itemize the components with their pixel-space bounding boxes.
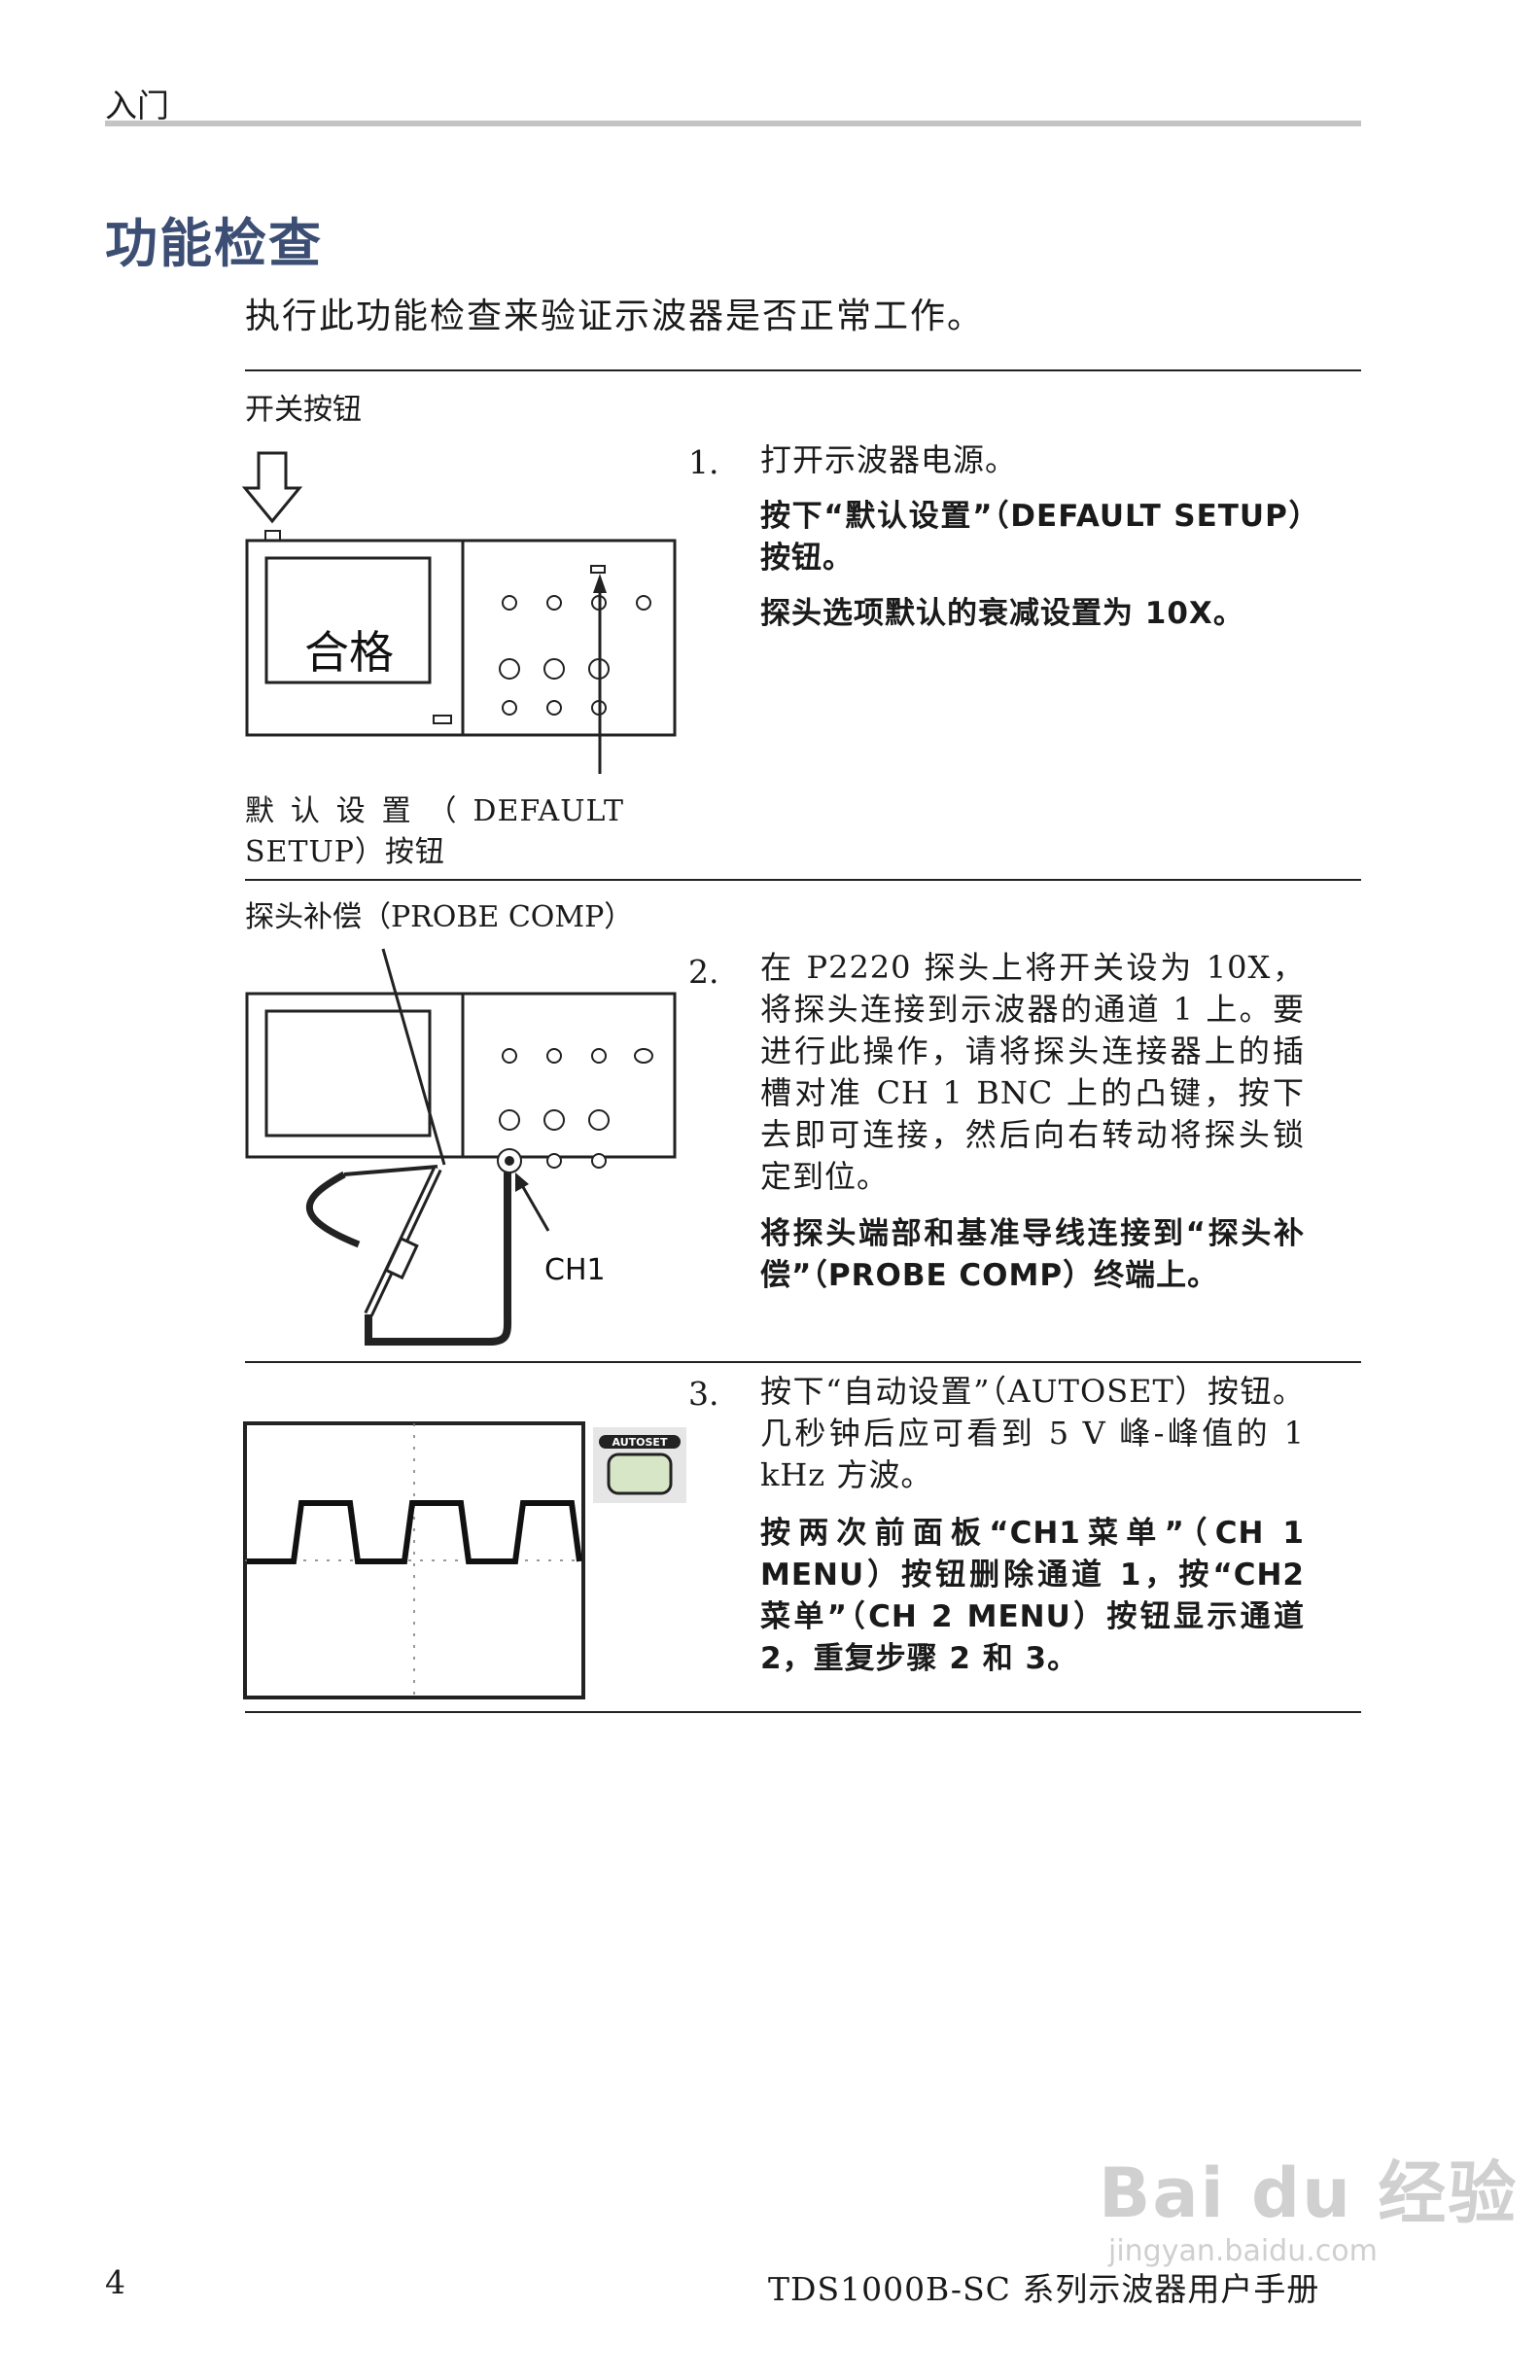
ch1-arrow-icon xyxy=(515,1172,529,1192)
step-1-number: 1. xyxy=(688,443,719,481)
step-2-text: 在 P2220 探头上将开关设为 10X，将探头连接到示波器的通道 1 上。要进… xyxy=(760,949,1305,1195)
step-3-bold-1: 按两次前面板“CH1菜单”（CH 1 MENU）按钮删除通道 1，按“CH2 菜… xyxy=(760,1516,1305,1676)
probe-ground-lead xyxy=(305,1171,361,1248)
step-3-bottom-rule xyxy=(245,1711,1361,1713)
default-setup-callout: 默 认 设 置 （ DEFAULT SETUP）按钮 xyxy=(245,794,624,869)
step-2-caption: 探头补偿（PROBE COMP） xyxy=(245,900,634,934)
default-setup-button xyxy=(590,565,606,574)
section-label: 入门 xyxy=(105,87,169,124)
step-1-caption: 开关按钮 xyxy=(245,393,362,427)
ch1-label: CH1 xyxy=(544,1253,606,1287)
probe-comp-figure: CH1 xyxy=(245,948,677,1346)
step-2-top-rule xyxy=(245,879,1361,881)
square-wave-display xyxy=(243,1421,585,1699)
ch1-bnc-connector xyxy=(505,1156,514,1166)
up-arrow-icon xyxy=(593,574,607,593)
manual-title: TDS1000B-SC 系列示波器用户手册 xyxy=(768,2270,1320,2308)
page-number: 4 xyxy=(105,2263,125,2301)
autoset-button-figure: AUTOSET xyxy=(593,1427,686,1503)
step-1-bold-2: 探头选项默认的衰减设置为 10X。 xyxy=(760,596,1244,631)
autoset-button xyxy=(607,1452,673,1495)
down-arrow-icon xyxy=(241,451,303,524)
probe-cable xyxy=(365,1172,512,1346)
power-button-figure: 合格 xyxy=(241,451,677,774)
intro-text: 执行此功能检查来验证示波器是否正常工作。 xyxy=(245,297,985,336)
screen-label: 合格 xyxy=(304,626,394,679)
step-3-top-rule xyxy=(245,1361,1361,1363)
step-3-number: 3. xyxy=(688,1375,719,1413)
scope-screen xyxy=(264,556,432,684)
scope-screen xyxy=(264,1009,432,1138)
baidu-watermark-url: jingyan.baidu.com xyxy=(1108,2234,1378,2268)
autoset-label: AUTOSET xyxy=(612,1436,668,1449)
step-2-number: 2. xyxy=(688,953,719,991)
step-1-text: 打开示波器电源。 xyxy=(760,441,1018,478)
baidu-watermark: Bai du 经验 xyxy=(1099,2153,1519,2233)
step-3-text: 按下“自动设置”（AUTOSET）按钮。几秒钟后应可看到 5 V 峰-峰值的 1… xyxy=(760,1373,1305,1493)
page-title: 功能检查 xyxy=(105,213,323,274)
probe-lead xyxy=(343,1165,438,1176)
step-1-top-rule xyxy=(245,369,1361,371)
square-wave-trace xyxy=(247,1500,582,1564)
step-1-bold-1: 按下“默认设置”（DEFAULT SETUP）按钮。 xyxy=(760,499,1305,576)
step-2-bold-1: 将探头端部和基准导线连接到“探头补偿”（PROBE COMP）终端上。 xyxy=(760,1216,1305,1293)
header-divider xyxy=(105,121,1361,126)
